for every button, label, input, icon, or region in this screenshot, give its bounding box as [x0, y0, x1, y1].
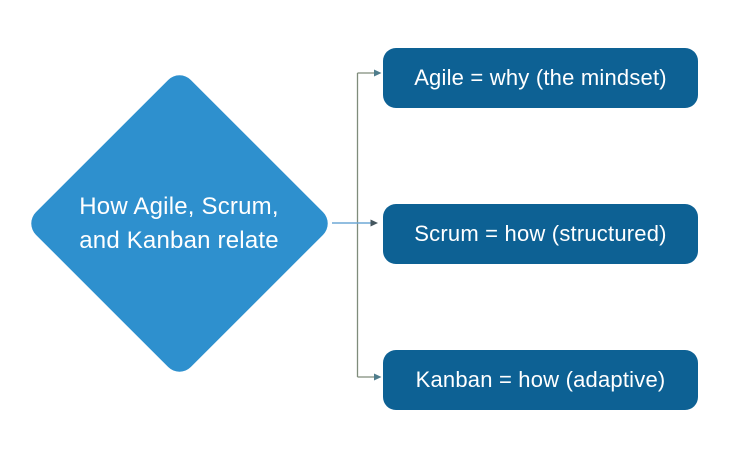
diamond-label-line2: and Kanban relate — [79, 227, 279, 254]
node-scrum-label: Scrum = how (structured) — [414, 221, 667, 246]
diamond-label: How Agile, Scrum, and Kanban relate — [39, 190, 319, 258]
diamond-label-line1: How Agile, Scrum, — [79, 193, 279, 220]
node-kanban-label: Kanban = how (adaptive) — [415, 367, 666, 392]
arrowhead-agile-icon — [374, 69, 382, 77]
arrowhead-kanban-icon — [374, 373, 382, 381]
arrowhead-scrum-icon — [370, 219, 378, 227]
node-scrum: Scrum = how (structured) — [383, 204, 698, 264]
node-agile-label: Agile = why (the mindset) — [414, 65, 667, 90]
node-kanban: Kanban = how (adaptive) — [383, 350, 698, 410]
node-agile: Agile = why (the mindset) — [383, 48, 698, 108]
